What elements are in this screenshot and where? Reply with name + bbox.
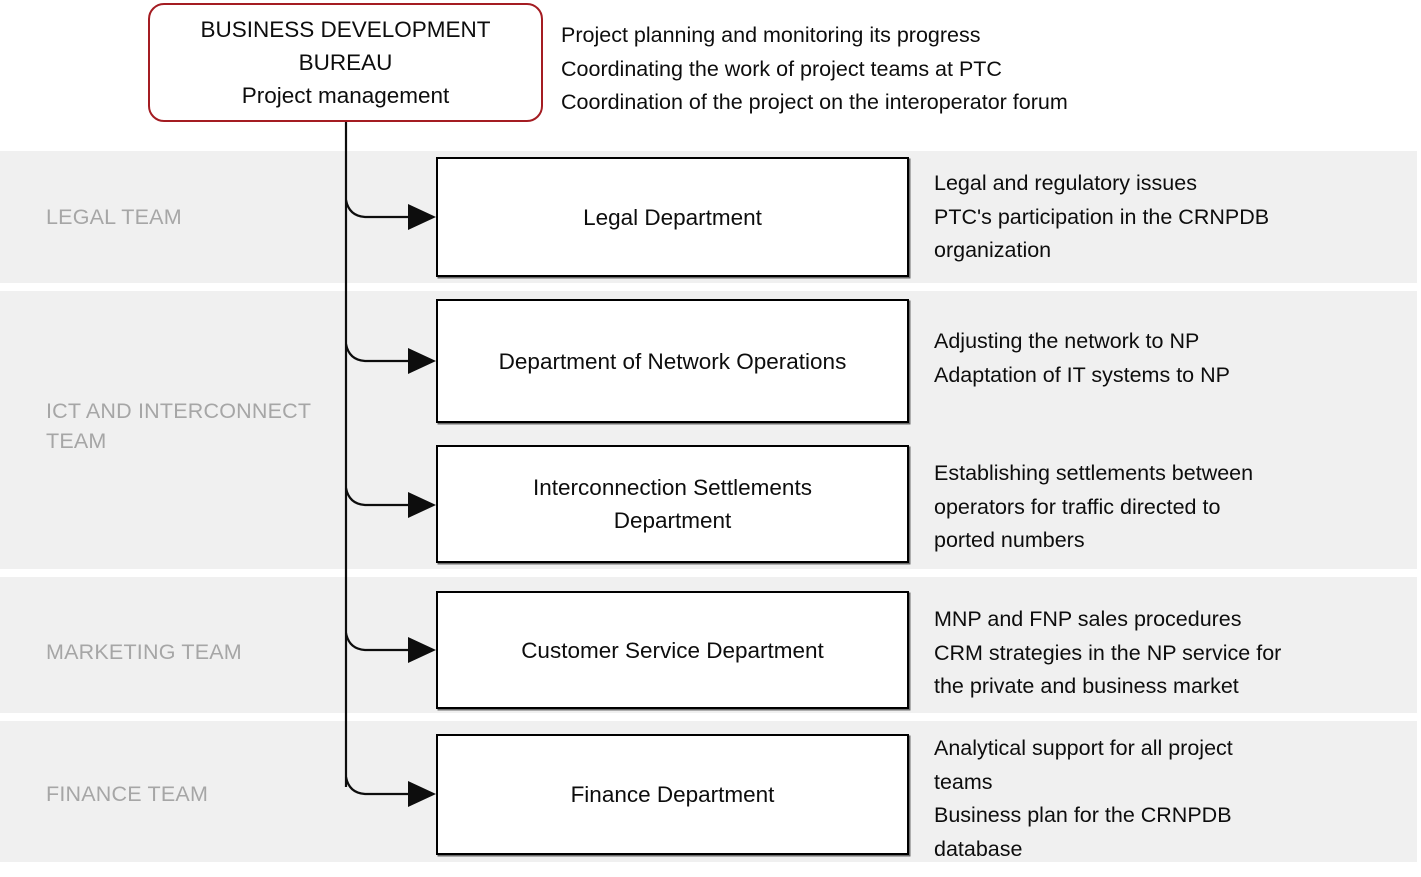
department-description-network-operations: Adjusting the network to NP Adaptation o… bbox=[934, 329, 1230, 387]
department-label-customer-service: Customer Service Department bbox=[521, 637, 824, 663]
team-label-ict: ICT AND INTERCONNECT TEAM bbox=[46, 399, 312, 453]
department-box-interconnection-settlements[interactable]: Interconnection Settlements Department bbox=[436, 445, 909, 563]
department-box-legal[interactable]: Legal Department bbox=[436, 157, 909, 277]
department-description-customer-service: MNP and FNP sales procedures CRM strateg… bbox=[934, 607, 1282, 698]
department-description-legal: Legal and regulatory issues PTC's partic… bbox=[934, 171, 1270, 262]
department-box-network-operations[interactable]: Department of Network Operations bbox=[436, 299, 909, 423]
department-box-customer-service[interactable]: Customer Service Department bbox=[436, 591, 909, 709]
team-label-marketing: MARKETING TEAM bbox=[46, 640, 242, 664]
department-label-interconnection-settlements: Interconnection Settlements Department bbox=[533, 475, 812, 533]
team-label-legal: LEGAL TEAM bbox=[46, 205, 182, 229]
department-label-legal: Legal Department bbox=[583, 204, 762, 230]
department-box-finance[interactable]: Finance Department bbox=[436, 734, 909, 855]
department-label-finance: Finance Department bbox=[570, 782, 775, 807]
department-label-network-operations: Department of Network Operations bbox=[498, 348, 847, 374]
department-description-finance: Analytical support for all project teams… bbox=[934, 736, 1233, 861]
department-description-interconnection-settlements: Establishing settlements between operato… bbox=[934, 461, 1254, 552]
team-label-finance: FINANCE TEAM bbox=[46, 782, 209, 806]
bureau-box-label: BUSINESS DEVELOPMENT BUREAU Project mana… bbox=[200, 17, 491, 108]
bureau-description: Project planning and monitoring its prog… bbox=[561, 23, 1068, 114]
bureau-box[interactable]: BUSINESS DEVELOPMENT BUREAU Project mana… bbox=[148, 3, 543, 122]
